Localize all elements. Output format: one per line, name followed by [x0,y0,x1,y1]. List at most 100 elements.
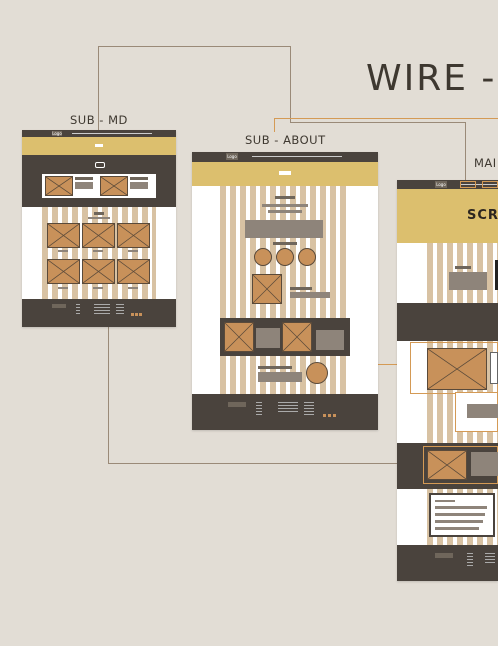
connector-line [274,118,275,132]
text-block [130,182,148,189]
nav-bar: Logo [397,180,498,189]
social-icon [135,313,138,316]
footer-links [116,304,124,316]
wireframe-sub-about: Logo [192,152,378,430]
text-line [290,287,312,290]
nav-bar: Logo [22,130,176,137]
avatar [306,362,328,384]
social-icon [333,414,336,417]
logo: Logo [52,131,62,136]
connector-line [108,327,109,464]
connector-line [98,46,99,130]
text-block [75,182,93,189]
connector-line [108,463,425,464]
connector-line [98,46,290,47]
caption [58,250,68,252]
placeholder-image-icon [82,259,115,284]
footer-logo [52,304,66,308]
footer [22,299,176,327]
connector-line [465,122,466,180]
caption [128,250,138,252]
form-field [435,520,483,523]
wireframe-sub-md: Logo [22,130,176,327]
caption [93,287,103,289]
nav-menu [461,184,498,185]
logo: Logo [226,153,238,160]
social-icon [328,414,331,417]
nav-highlight [460,181,476,188]
text-block [130,177,148,180]
footer-logo [435,553,453,558]
placeholder-image-icon [117,259,150,284]
nav-menu [252,156,342,157]
social-icon [131,313,134,316]
footer [192,394,378,430]
social-icon [139,313,142,316]
image-block [245,220,323,238]
text-block [258,372,302,382]
connector-line [290,122,465,123]
section-subheading [88,217,110,219]
text-line [268,210,302,213]
text-line [258,366,292,369]
banner-chip [279,171,291,175]
placeholder-image-icon [47,259,80,284]
section-heading [94,212,104,215]
banner-chip [95,144,103,147]
placeholder-image-icon [427,450,467,480]
text-line [262,204,308,207]
caption [128,287,138,289]
text-block [316,330,344,350]
placeholder-image-icon [82,223,115,248]
heading [273,242,297,245]
wireframe-main: Logo SCR [397,180,498,581]
placeholder-image-icon [224,322,254,352]
highlight-box [410,342,498,394]
caption [58,287,68,289]
nav-highlight [482,181,498,188]
placeholder-image-icon [252,274,282,304]
text-block [256,328,280,348]
placeholder-image-icon [117,223,150,248]
avatar [276,248,294,266]
content-section [220,186,350,394]
logo: Logo [435,181,447,188]
footer-links [256,402,262,416]
text-block [471,452,498,476]
text-block [290,292,330,298]
footer-links [278,402,298,414]
avatar [254,248,272,266]
connector-line [290,46,291,122]
form-field [435,527,479,530]
footer-logo [228,402,246,407]
grid-section [42,207,156,299]
label-sub-md: SUB - MD [70,113,128,127]
form-field [435,506,487,509]
dark-section [397,303,498,341]
form-field [435,513,485,516]
placeholder-image-icon [100,176,128,196]
connector-line [274,118,498,119]
text-block [449,272,487,290]
footer-links [304,402,314,416]
heading [275,196,295,199]
divider-block [495,260,498,290]
page-title: WIRE - [366,58,497,99]
label-main: MAI [474,156,497,170]
caption [93,250,103,252]
text-block [75,177,93,180]
dark-badge [95,162,105,168]
social-icon [323,414,326,417]
hero-title: SCR [467,208,498,223]
avatar [298,248,316,266]
placeholder-image-icon [47,223,80,248]
text-block [467,404,498,418]
hero-banner [397,189,498,243]
footer-links [467,553,473,567]
text-block [490,352,498,384]
form-field [435,500,455,502]
placeholder-image-icon [427,348,487,390]
footer-links [485,553,495,565]
footer [397,545,498,581]
text-line [455,266,471,269]
